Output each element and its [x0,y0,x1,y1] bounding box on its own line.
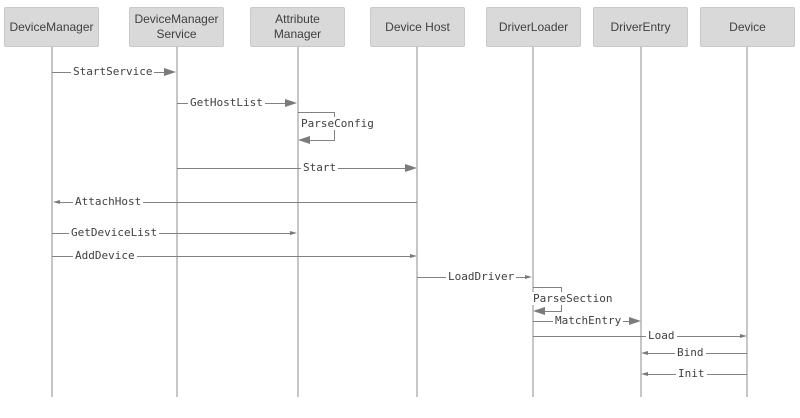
actor-box-devicemanager-service: DeviceManager Service [129,7,224,47]
self-loop-top-line [533,287,562,288]
message-label: Load [646,329,677,342]
lifeline-driverentry [640,46,642,397]
arrowhead-left-icon [641,371,648,376]
message-label: MatchEntry [553,314,624,327]
message-label: LoadDriver [446,270,517,283]
message-label: AttachHost [73,195,144,208]
lifeline-attribute-manager [297,46,299,397]
message-label: ParseConfig [299,117,376,130]
message-label: GetDeviceList [69,226,160,239]
message-line [533,336,740,337]
message-line [52,256,410,257]
message-label: Start [301,161,339,174]
message-label: Bind [675,346,706,359]
arrowhead-right-icon [410,253,417,258]
arrowhead-right-icon [164,68,176,76]
message-line [52,233,290,234]
actor-box-driverloader: DriverLoader [486,7,581,47]
lifeline-device-host [416,46,418,397]
arrowhead-right-icon [629,317,641,325]
self-loop-bottom-line [310,140,335,141]
message-label: AddDevice [73,249,137,262]
arrowhead-right-icon [290,230,297,235]
arrowhead-right-icon [740,333,747,338]
arrowhead-right-icon [525,274,532,279]
lifeline-device [746,46,748,397]
actor-box-attribute-manager: Attribute Manager [250,7,345,47]
arrowhead-left-icon [298,136,310,144]
arrowhead-left-icon [53,199,60,204]
actor-box-device: Device [700,7,795,47]
arrowhead-right-icon [285,99,297,107]
message-label: StartService [71,65,155,78]
arrowhead-left-icon [641,350,648,355]
message-line [60,202,417,203]
message-label: ParseSection [531,292,615,305]
message-line [177,168,405,169]
self-loop-top-line [298,112,335,113]
actor-box-devicemanager: DeviceManager [4,7,99,47]
lifeline-devicemanager-service [176,46,178,397]
message-label: Init [676,367,707,380]
actor-box-driverentry: DriverEntry [593,7,688,47]
actor-box-device-host: Device Host [370,7,465,47]
self-loop-bottom-line [545,311,562,312]
message-label: GetHostList [188,96,265,109]
lifeline-driverloader [532,46,534,397]
arrowhead-right-icon [405,164,417,172]
arrowhead-left-icon [533,307,545,315]
lifeline-devicemanager [51,46,53,397]
